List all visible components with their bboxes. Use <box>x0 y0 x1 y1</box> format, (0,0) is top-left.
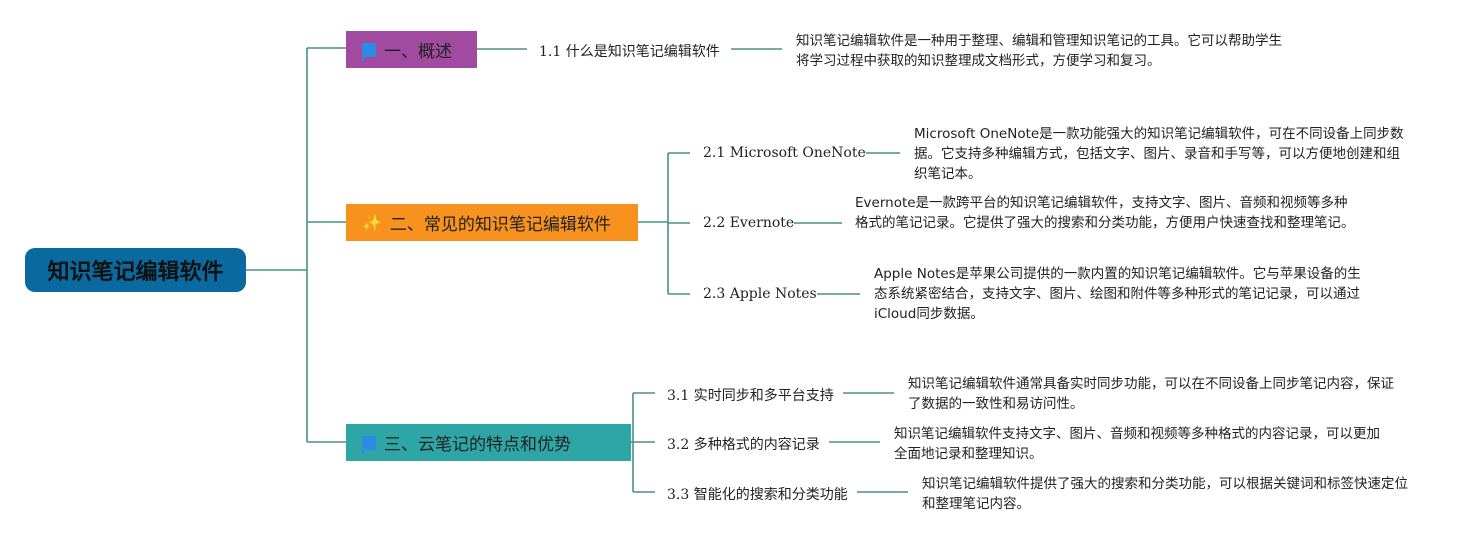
sparkle-icon: ✨ <box>362 213 382 232</box>
branch-label: 一、概述 <box>384 42 452 62</box>
description-2-2: Evernote是一款跨平台的知识笔记编辑软件，支持文字、图片、音频和视频等多种… <box>855 193 1355 233</box>
subtopic-2-3[interactable]: 2.3 Apple Notes <box>703 286 817 302</box>
subtopic-3-1[interactable]: 3.1 实时同步和多平台支持 <box>667 385 834 405</box>
subtopic-1-1[interactable]: 1.1 什么是知识笔记编辑软件 <box>539 41 720 61</box>
description-3-3: 知识笔记编辑软件提供了强大的搜索和分类功能，可以根据关键词和标签快速定位和整理笔… <box>922 474 1418 514</box>
branch-label: 三、云笔记的特点和优势 <box>384 435 571 455</box>
description-2-3: Apple Notes是苹果公司提供的一款内置的知识笔记编辑软件。它与苹果设备的… <box>874 264 1370 324</box>
subtopic-3-3[interactable]: 3.3 智能化的搜索和分类功能 <box>667 484 848 504</box>
branch-common-software[interactable]: ✨ 二、常见的知识笔记编辑软件 <box>346 204 638 241</box>
root-topic[interactable]: 知识笔记编辑软件 <box>25 248 246 292</box>
branch-overview[interactable]: 一、概述 <box>346 31 477 68</box>
flag-icon <box>362 42 376 61</box>
description-3-2: 知识笔记编辑软件支持文字、图片、音频和视频等多种格式的内容记录，可以更加全面地记… <box>894 424 1388 464</box>
flag-icon <box>362 435 376 454</box>
branch-label: 二、常见的知识笔记编辑软件 <box>389 215 611 235</box>
root-topic-label: 知识笔记编辑软件 <box>47 260 224 285</box>
subtopic-2-2[interactable]: 2.2 Evernote <box>703 215 795 231</box>
subtopic-2-1[interactable]: 2.1 Microsoft OneNote <box>703 145 866 161</box>
description-1-1: 知识笔记编辑软件是一种用于整理、编辑和管理知识笔记的工具。它可以帮助学生将学习过… <box>796 31 1288 71</box>
description-2-1: Microsoft OneNote是一款功能强大的知识笔记编辑软件，可在不同设备… <box>914 124 1408 184</box>
description-3-1: 知识笔记编辑软件通常具备实时同步功能，可以在不同设备上同步笔记内容，保证了数据的… <box>908 374 1402 414</box>
subtopic-3-2[interactable]: 3.2 多种格式的内容记录 <box>667 434 820 454</box>
branch-cloud-notes[interactable]: 三、云笔记的特点和优势 <box>346 424 631 461</box>
